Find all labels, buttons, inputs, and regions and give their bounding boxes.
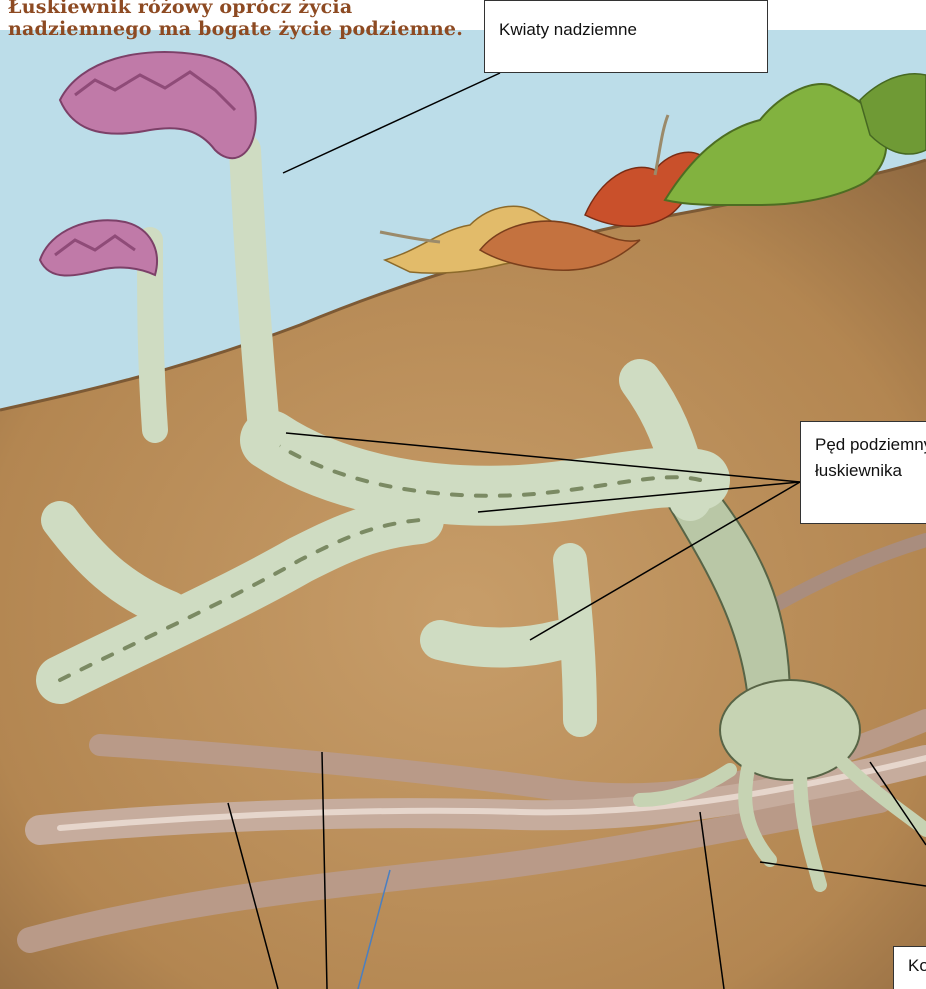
label-underground-shoot-line1: Pęd podziemny [815, 432, 925, 458]
label-roots: Ko [893, 946, 926, 989]
label-aboveground-flowers-text: Kwiaty nadziemne [499, 17, 753, 43]
caption-line-1: Łuskiewnik różowy oprócz życia [8, 0, 478, 18]
stem-tall [245, 150, 265, 440]
label-underground-shoot: Pęd podziemny łuskiewnika [800, 421, 926, 524]
label-underground-shoot-line2: łuskiewnika [815, 458, 925, 484]
label-roots-text: Ko [908, 953, 926, 979]
diagram-caption: Łuskiewnik różowy oprócz życia nadziemne… [8, 0, 478, 40]
label-aboveground-flowers: Kwiaty nadziemne [484, 0, 768, 73]
shoot-middle [440, 640, 560, 648]
caption-line-2: nadziemnego ma bogate życie podziemne. [8, 18, 478, 40]
shoot-hanging [570, 560, 580, 720]
